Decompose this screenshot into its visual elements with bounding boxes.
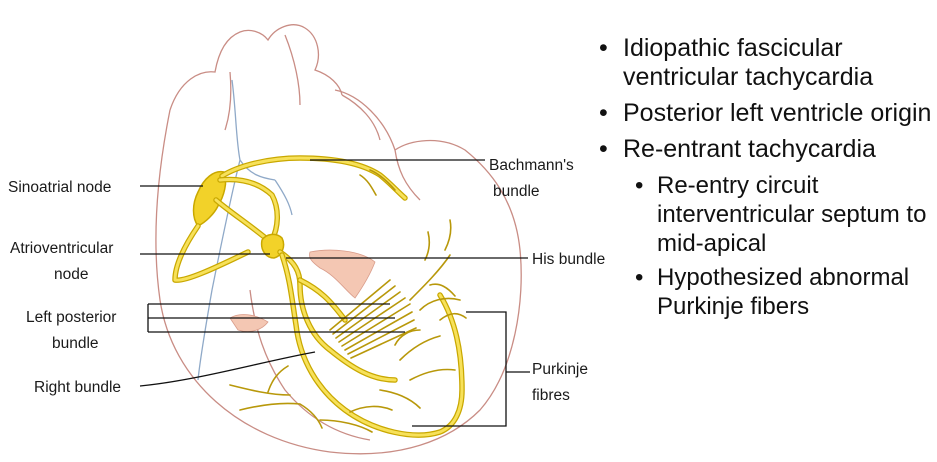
bullet-text: Idiopathic fascicular ventricular tachyc…	[623, 34, 873, 91]
bullet-item: • Idiopathic fascicular ventricular tachy…	[597, 34, 933, 92]
bullet-dot: •	[635, 263, 643, 292]
label-purkinje-line1: Purkinje	[532, 361, 588, 378]
bullet-item: • Re-entrant tachycardia	[597, 135, 933, 164]
bullet-dot: •	[599, 99, 608, 128]
bullet-list: • Idiopathic fascicular ventricular tachy…	[597, 34, 933, 326]
bullet-text: Re-entrant tachycardia	[623, 135, 876, 163]
label-purkinje-line2: fibres	[532, 387, 570, 404]
label-av-node-line2: node	[54, 266, 88, 283]
label-sinoatrial-node: Sinoatrial node	[8, 179, 111, 196]
bullet-dot: •	[635, 171, 643, 200]
bullet-item: • Posterior left ventricle origin	[597, 99, 933, 128]
label-bachmann-line1: Bachmann's	[489, 157, 574, 174]
bullet-text: Re-entry circuit interventricular septum…	[657, 172, 926, 257]
sub-bullet-item: • Hypothesized abnormal Purkinje fibers	[597, 263, 933, 321]
sub-bullet-item: • Re-entry circuit interventricular septu…	[597, 171, 933, 258]
label-av-node-line1: Atrioventricular	[10, 240, 113, 257]
label-bachmann-line2: bundle	[493, 183, 540, 200]
bullet-dot: •	[599, 34, 608, 63]
heart-outline	[156, 25, 521, 454]
bullet-text: Posterior left ventricle origin	[623, 99, 931, 127]
conduction-system-diagram: Sinoatrial node Atrioventricular node Le…	[0, 0, 620, 462]
conduction-system	[175, 158, 466, 435]
bullet-text: Hypothesized abnormal Purkinje fibers	[657, 264, 909, 320]
bullet-dot: •	[599, 135, 608, 164]
label-left-posterior-line2: bundle	[52, 335, 99, 352]
label-left-posterior-line1: Left posterior	[26, 309, 116, 326]
label-right-bundle: Right bundle	[34, 379, 121, 396]
label-his-bundle: His bundle	[532, 251, 605, 268]
